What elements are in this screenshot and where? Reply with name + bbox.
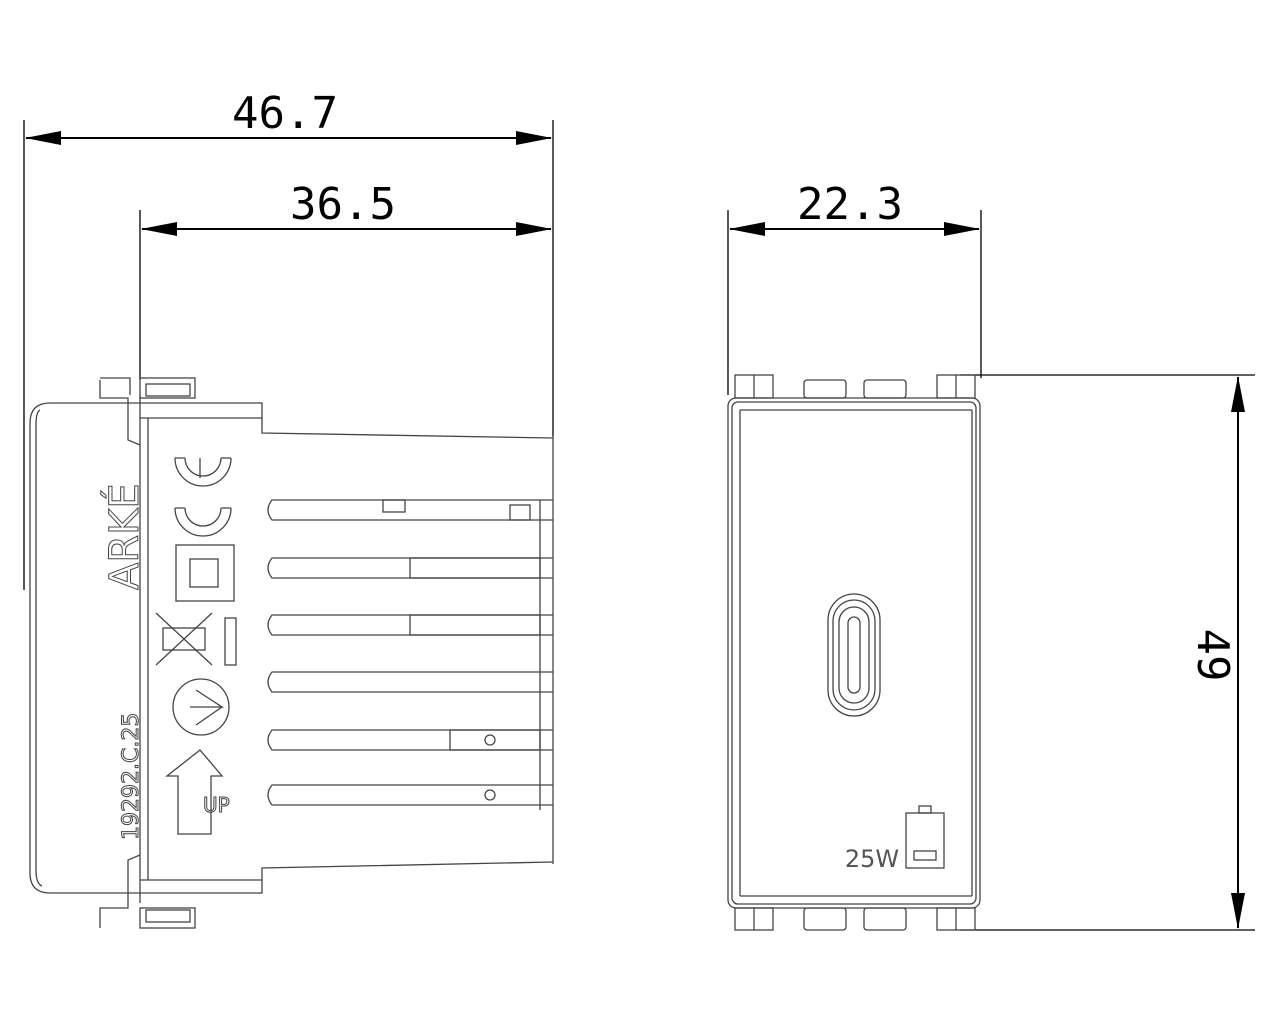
dimension-label-height: 49	[1187, 629, 1238, 682]
up-arrow-icon: UP	[165, 749, 230, 835]
dimension-label-overall-depth: 46.7	[232, 88, 338, 139]
power-rating-label: 25W	[845, 845, 899, 873]
installation-symbol-icon	[172, 678, 230, 736]
dimension-width: 22.3	[727, 179, 982, 395]
usb-c-port[interactable]	[827, 593, 881, 717]
dimension-label-body-depth: 36.5	[290, 179, 396, 230]
ce-mark-icon	[174, 457, 232, 537]
dimension-label-width: 22.3	[797, 179, 903, 230]
dimension-overall-depth: 46.7	[23, 88, 554, 590]
product-code-marking: 19292.C.25	[119, 713, 144, 840]
front-view: 25W	[727, 374, 981, 931]
side-view: ARKÉ 19292.C.25 UP	[29, 377, 554, 929]
double-insulation-icon	[175, 544, 235, 602]
mounting-clips	[734, 374, 976, 931]
up-label: UP	[203, 793, 230, 817]
battery-icon	[905, 805, 945, 869]
brand-marking: ARKÉ	[100, 483, 148, 590]
dimension-body-depth: 36.5	[139, 179, 552, 380]
terminal-pins	[267, 499, 553, 806]
weee-bin-icon	[155, 612, 237, 666]
dimension-height: 49	[960, 374, 1255, 931]
